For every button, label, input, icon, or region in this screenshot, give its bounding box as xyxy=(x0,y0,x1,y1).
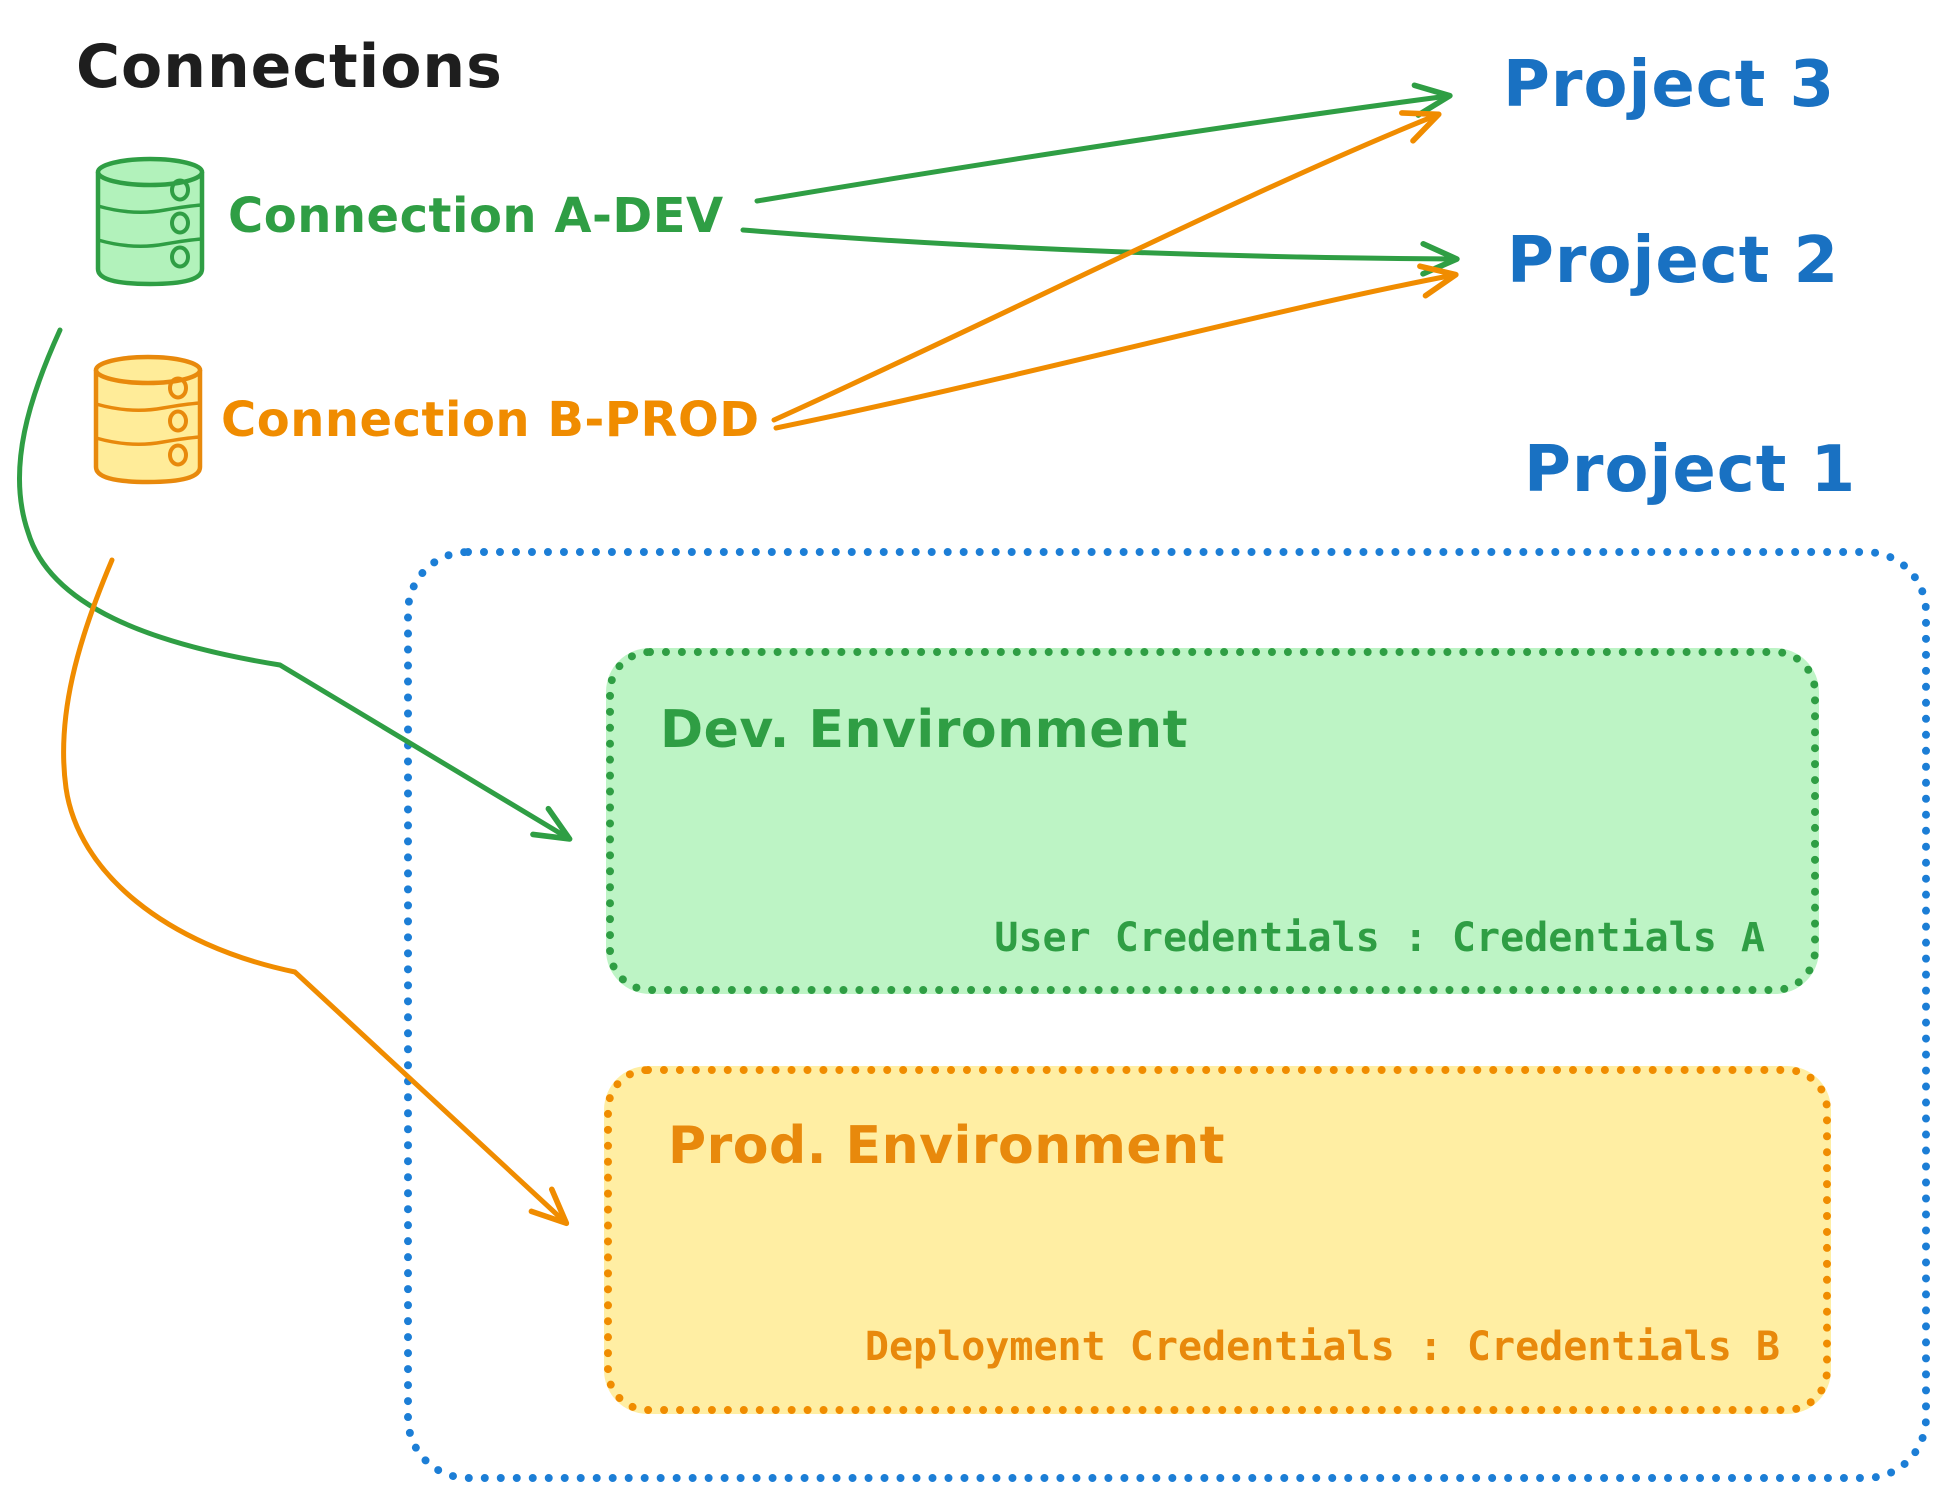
prod-credentials-text: Deployment Credentials : Credentials B xyxy=(864,1324,1780,1370)
prod-environment-box: Prod. Environment Deployment Credentials… xyxy=(604,1066,1831,1414)
prod-environment-title: Prod. Environment xyxy=(668,1116,1226,1176)
project-2-label: Project 2 xyxy=(1507,224,1840,298)
arrow-a-dev-to-project-2 xyxy=(740,227,1460,277)
connection-a-dev-label: Connection A-DEV xyxy=(228,188,724,244)
dev-credentials-text: User Credentials : Credentials A xyxy=(994,915,1765,961)
database-cylinder-icon-b-prod xyxy=(93,354,203,485)
arrow-b-prod-to-project-2 xyxy=(773,263,1459,431)
database-cylinder-icon-a-dev xyxy=(95,156,205,287)
connections-heading: Connections xyxy=(76,32,503,102)
connection-b-prod-label: Connection B-PROD xyxy=(221,392,760,448)
arrow-a-dev-to-project-3 xyxy=(754,82,1453,204)
project-3-label: Project 3 xyxy=(1503,48,1836,122)
dev-environment-box: Dev. Environment User Credentials : Cred… xyxy=(606,648,1819,994)
arrow-b-prod-to-project-3 xyxy=(771,110,1442,423)
project-1-label: Project 1 xyxy=(1524,433,1857,507)
dev-environment-title: Dev. Environment xyxy=(660,700,1188,760)
